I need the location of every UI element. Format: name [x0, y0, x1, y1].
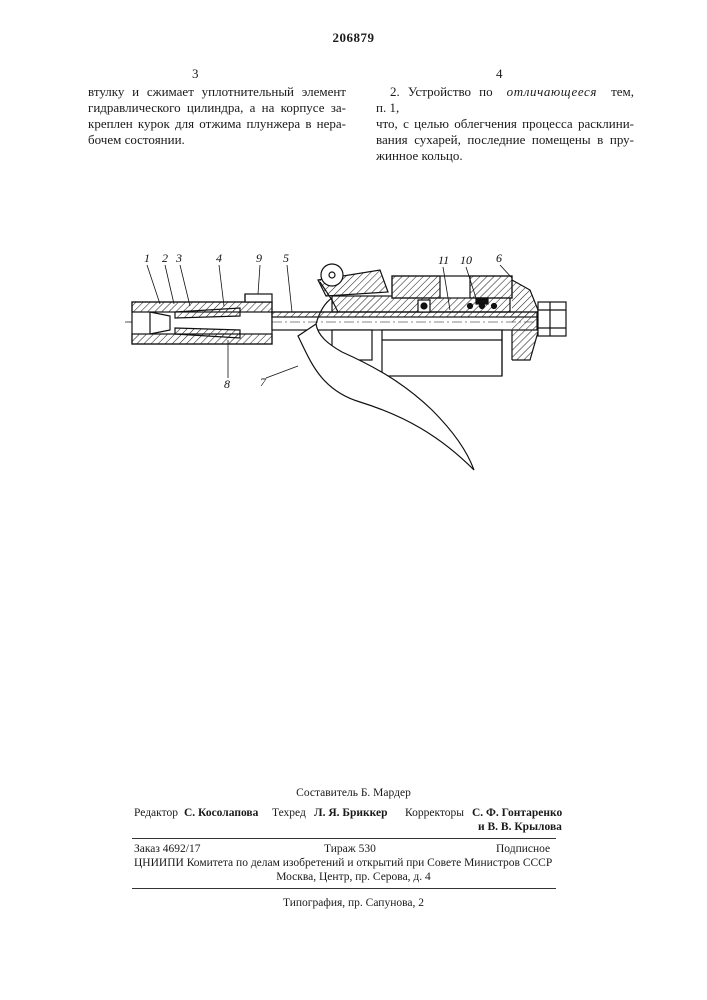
label-8: 8: [224, 377, 230, 391]
label-2: 2: [162, 251, 168, 265]
claim-italic-word: отличающееся: [493, 84, 597, 116]
order-number: Заказ 4692/17: [134, 842, 201, 856]
left-line-3: креплен курок для отжима плунжера в нера…: [88, 116, 346, 132]
left-line-4: бочем состоянии.: [88, 132, 346, 148]
column-number-left: 3: [192, 66, 199, 82]
cylinder-body: [382, 330, 502, 376]
label-3: 3: [175, 251, 182, 265]
label-9: 9: [256, 251, 262, 265]
corrector-2: и В. В. Крылова: [478, 820, 562, 834]
left-line-2: гидравлического цилиндра, а на корпусе з…: [88, 100, 346, 116]
subscription: Подписное: [496, 842, 550, 856]
label-7: 7: [260, 375, 267, 389]
label-10: 10: [460, 253, 472, 267]
label-6: 6: [496, 251, 502, 265]
label-4: 4: [216, 251, 222, 265]
left-column-text: втулку и сжимает уплотнительный элемент …: [88, 84, 346, 148]
claim-line1-end: тем,: [597, 84, 634, 116]
compiler-line: Составитель Б. Мардер: [0, 786, 707, 800]
label-1: 1: [144, 251, 150, 265]
claim-first-line: 2. Устройство по п. 1, отличающееся тем,: [376, 84, 634, 116]
column-number-right: 4: [496, 66, 503, 82]
circulation: Тираж 530: [324, 842, 376, 856]
editor-name: С. Косолапова: [184, 806, 258, 820]
divider-line: [132, 838, 556, 839]
organization-line: ЦНИИПИ Комитета по делам изобретений и о…: [134, 856, 558, 870]
label-5: 5: [283, 251, 289, 265]
right-line-4: жинное кольцо.: [376, 148, 634, 164]
techred-label: Техред: [272, 806, 306, 820]
correctors-label: Корректоры: [405, 806, 464, 820]
right-line-3: вания сухарей, последние помещены в пру-: [376, 132, 634, 148]
corrector-1: С. Ф. Гонтаренко: [472, 806, 562, 820]
left-line-1: втулку и сжимает уплотнительный элемент: [88, 84, 346, 100]
address-line: Москва, Центр, пр. Серова, д. 4: [0, 870, 707, 884]
editor-label: Редактор: [134, 806, 178, 820]
divider-line-2: [132, 888, 556, 889]
right-line-2: что, с целью облегчения процесса расклин…: [376, 116, 634, 132]
label-11: 11: [438, 253, 449, 267]
technical-drawing: 1 2 3 4 9 5 11 10 6 8 7: [120, 240, 580, 480]
claim-prefix: 2. Устройство по п. 1,: [376, 84, 493, 116]
techred-name: Л. Я. Бриккер: [314, 806, 387, 820]
patent-number: 206879: [0, 30, 707, 46]
printing-line: Типография, пр. Сапунова, 2: [0, 896, 707, 910]
end-fitting: [512, 280, 538, 360]
right-column-text: 2. Устройство по п. 1, отличающееся тем,…: [376, 84, 634, 164]
end-nut: [538, 302, 566, 336]
